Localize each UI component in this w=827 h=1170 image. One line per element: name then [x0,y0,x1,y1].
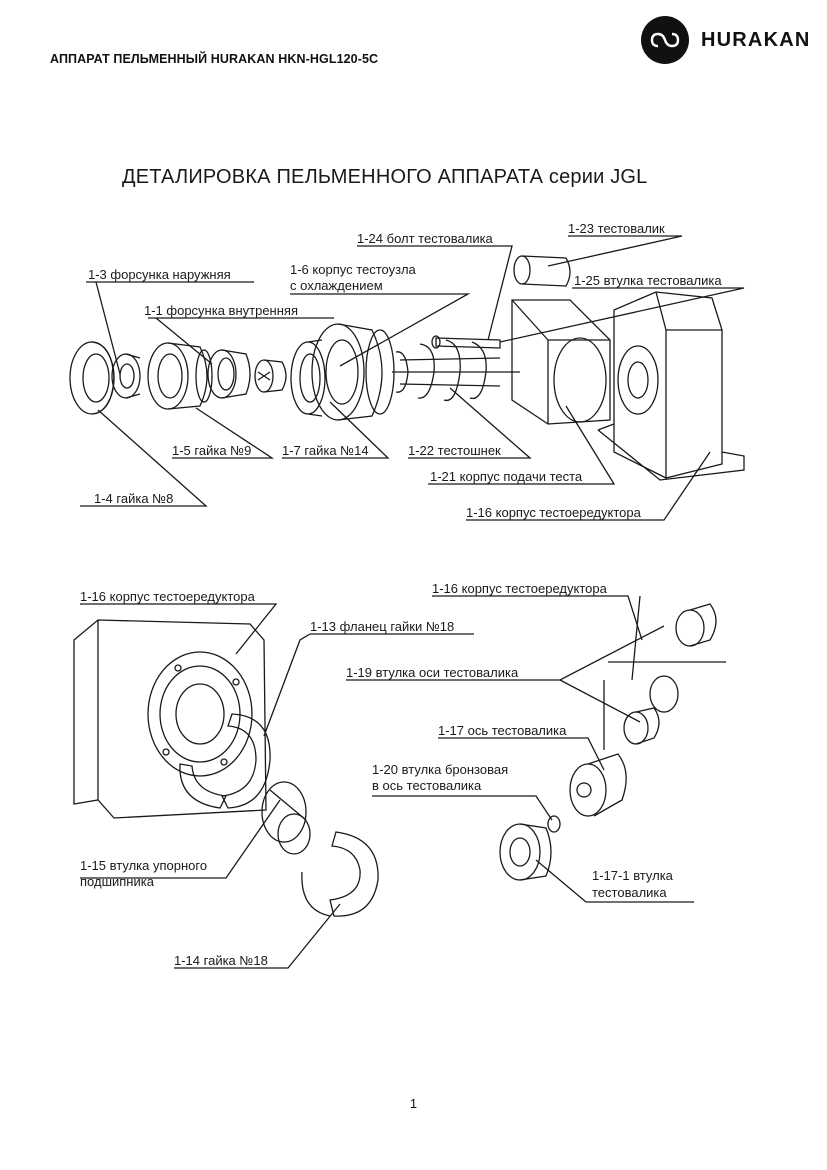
part-1-24-bolt-drawing [431,335,501,349]
label-1-13: 1-13 фланец гайки №18 [310,619,454,634]
part-1-17-1-bushing-drawing [499,823,552,881]
label-1-16-bottom-right: 1-16 корпус тестоередуктора [432,581,608,596]
label-1-1: 1-1 форсунка внутренняя [144,303,298,318]
logo-text: HURAKAN [701,28,811,51]
brand-logo: HURAKAN [641,16,811,64]
part-1-15-bushing-drawing [261,781,311,855]
page-number: 1 [409,1096,418,1111]
part-1-13-flange-drawing [179,713,271,809]
label-1-17: 1-17 ось тестовалика [438,723,567,738]
part-1-20-bronze-bushing-drawing [547,815,561,833]
label-1-6-line2: с охлаждением [290,278,383,293]
label-1-22: 1-22 тестошнек [408,443,501,458]
label-1-19: 1-19 втулка оси тестовалика [346,665,519,680]
part-1-19-bushing-drawing [623,603,717,745]
part-1-22-auger-drawing [392,339,520,402]
label-1-17-1-line1: 1-17-1 втулка [592,868,674,883]
part-1-4-nut-drawing [69,341,115,415]
part-1-7-nut-drawing [290,339,326,417]
part-1-17-axle-drawing [569,753,627,817]
document-header-title: АППАРАТ ПЕЛЬМЕННЫЙ HURAKAN HKN-HGL120-5C [50,52,379,66]
part-1-3-outer-nozzle-drawing [111,353,141,399]
label-1-15-line2: подшипника [80,874,155,889]
label-1-7: 1-7 гайка №14 [282,443,369,458]
label-1-6-line1: 1-6 корпус тестоузла [290,262,417,277]
part-insert-drawing [254,359,287,393]
bottom-left-gearbox-drawing [73,619,267,819]
part-1-23-roller-drawing [513,255,571,287]
part-1-14-nut-drawing [301,831,379,917]
label-1-20-line2: в ось тестовалика [372,778,482,793]
part-1-16-gearbox-top-drawing [597,291,745,481]
part-1-1-inner-nozzle-drawing [207,349,251,399]
diagram-title: ДЕТАЛИРОВКА ПЕЛЬМЕННОГО АППАРАТА серии J… [122,166,648,188]
label-1-15-line1: 1-15 втулка упорного [80,858,207,873]
label-1-4: 1-4 гайка №8 [94,491,173,506]
label-1-24: 1-24 болт тестовалика [357,231,494,246]
part-1-21-feed-housing-drawing [511,299,611,425]
bottom-right-leader-lines [346,595,694,903]
label-1-17-1-line2: тестовалика [592,885,667,900]
label-1-23: 1-23 тестовалик [568,221,665,236]
label-1-16-top: 1-16 корпус тестоередуктора [466,505,642,520]
top-leader-lines [80,235,745,521]
label-1-16-bottom-left: 1-16 корпус тестоередуктора [80,589,256,604]
bottom-left-leader-lines [80,603,474,969]
logo-icon [641,16,689,64]
label-1-14: 1-14 гайка №18 [174,953,268,968]
label-1-25: 1-25 втулка тестовалика [574,273,722,288]
bottom-right-gearbox-drawing [603,595,726,750]
label-1-5: 1-5 гайка №9 [172,443,251,458]
label-1-3: 1-3 форсунка наружняя [88,267,231,282]
part-1-5-nut-drawing [147,342,213,410]
label-1-20-line1: 1-20 втулка бронзовая [372,762,508,777]
label-1-21: 1-21 корпус подачи теста [430,469,583,484]
